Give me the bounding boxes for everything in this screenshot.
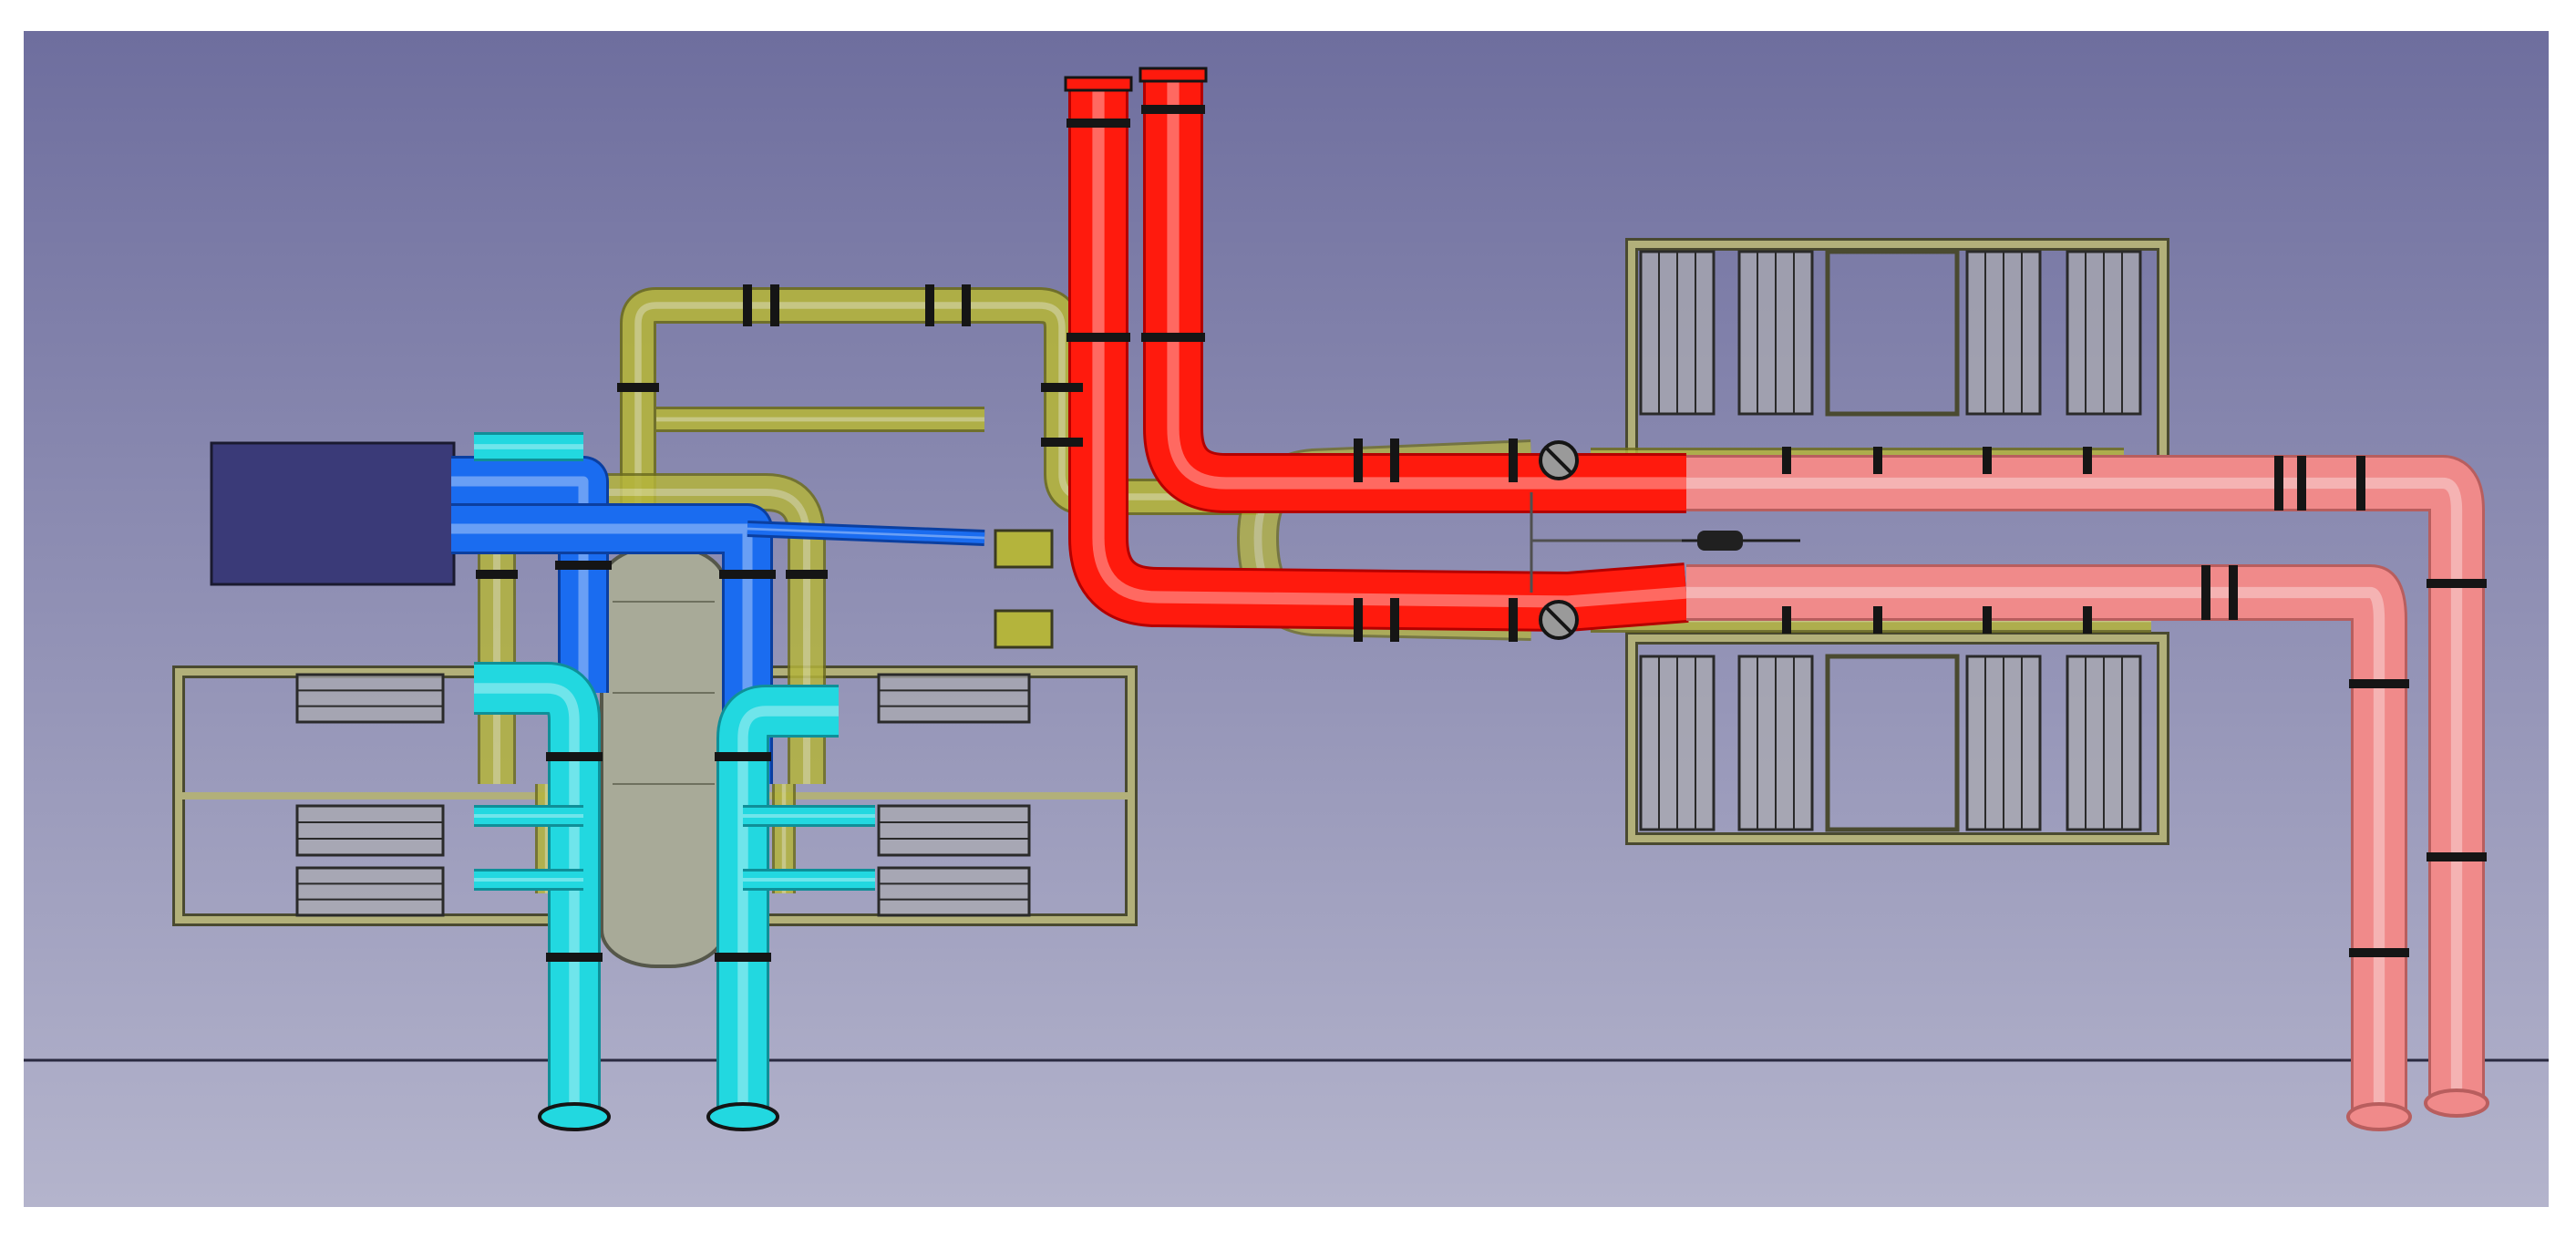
flange-ring: [2427, 852, 2487, 861]
filter-canister: [295, 673, 445, 724]
filter-canister: [295, 866, 445, 917]
flange-ring: [1066, 333, 1130, 342]
pink-return-pipe-outer: [1686, 455, 2485, 1103]
inline-filter-upper: [994, 529, 1054, 569]
flange-ring: [2297, 456, 2306, 511]
flange-ring: [1509, 438, 1518, 482]
top-right-filter-bank: [1625, 238, 2169, 479]
flange-ring: [719, 570, 776, 579]
flange-ring: [743, 284, 752, 326]
flange-ring: [1390, 438, 1399, 482]
flange-ring: [1354, 438, 1363, 482]
flange-ring: [715, 953, 771, 962]
flange-ring: [1041, 438, 1083, 447]
cyan-pipe-right-drop: [716, 685, 839, 1117]
flange-ring: [1066, 119, 1130, 128]
pipe-network: [451, 67, 2489, 1131]
pipe-foot: [706, 1102, 779, 1131]
panel-box: [210, 441, 456, 586]
pipe-top-flange: [1139, 67, 1208, 83]
bottom-right-filter-bank: [1625, 632, 2169, 845]
inline-filter-lower: [994, 609, 1054, 649]
flange-ring: [770, 284, 779, 326]
pink-return-pipe-inner: [1686, 564, 2407, 1117]
flange-ring: [2349, 679, 2409, 688]
cyan-pipe-left-drop: [474, 662, 601, 1117]
flange-ring: [2229, 565, 2238, 620]
filter-canister: [877, 866, 1031, 917]
pipe-foot: [2346, 1102, 2412, 1131]
flange-ring: [1354, 598, 1363, 642]
pipe-foot: [2424, 1088, 2489, 1118]
flange-ring: [1390, 598, 1399, 642]
flange-ring: [2349, 948, 2409, 957]
valve-actuator: [1530, 492, 1800, 593]
flange-ring: [1983, 447, 1992, 474]
cyan-branch-lines: [474, 805, 875, 891]
flange-ring: [1041, 383, 1083, 392]
flange-ring: [546, 752, 603, 761]
pipe-top-flange: [1064, 76, 1133, 92]
flange-ring: [1782, 606, 1791, 634]
flange-ring: [1141, 105, 1205, 114]
flange-ring: [962, 284, 971, 326]
filter-canister: [877, 673, 1031, 724]
flange-ring: [617, 383, 659, 392]
flange-rings: [476, 105, 2487, 962]
blue-pipe-upper: [451, 456, 609, 693]
flange-ring: [2201, 565, 2210, 620]
flange-ring: [2083, 447, 2092, 474]
valve-lower: [1539, 600, 1579, 640]
red-pipe-right-riser: [1143, 73, 1686, 513]
filter-canister: [877, 804, 1031, 857]
flange-ring: [1873, 447, 1882, 474]
flange-ring: [925, 284, 934, 326]
flange-ring: [1141, 333, 1205, 342]
flange-ring: [786, 570, 828, 579]
blue-line-small: [747, 521, 985, 546]
flange-ring: [1873, 606, 1882, 634]
flange-ring: [476, 570, 518, 579]
flange-ring: [1983, 606, 1992, 634]
flange-ring: [546, 953, 603, 962]
flange-ring: [1782, 447, 1791, 474]
flange-ring: [2274, 456, 2283, 511]
flange-ring: [2356, 456, 2365, 511]
flange-ring: [555, 561, 612, 570]
filter-canister: [295, 804, 445, 857]
flange-ring: [2427, 579, 2487, 588]
red-pipe-left-riser: [1068, 82, 1689, 632]
flange-ring: [715, 752, 771, 761]
pipe-foot: [538, 1102, 611, 1131]
flange-ring: [1509, 598, 1518, 642]
flange-ring: [2083, 606, 2092, 634]
pressure-vessel: [600, 545, 726, 968]
left-filter-bank: [172, 665, 1138, 926]
valve-upper: [1539, 440, 1579, 480]
